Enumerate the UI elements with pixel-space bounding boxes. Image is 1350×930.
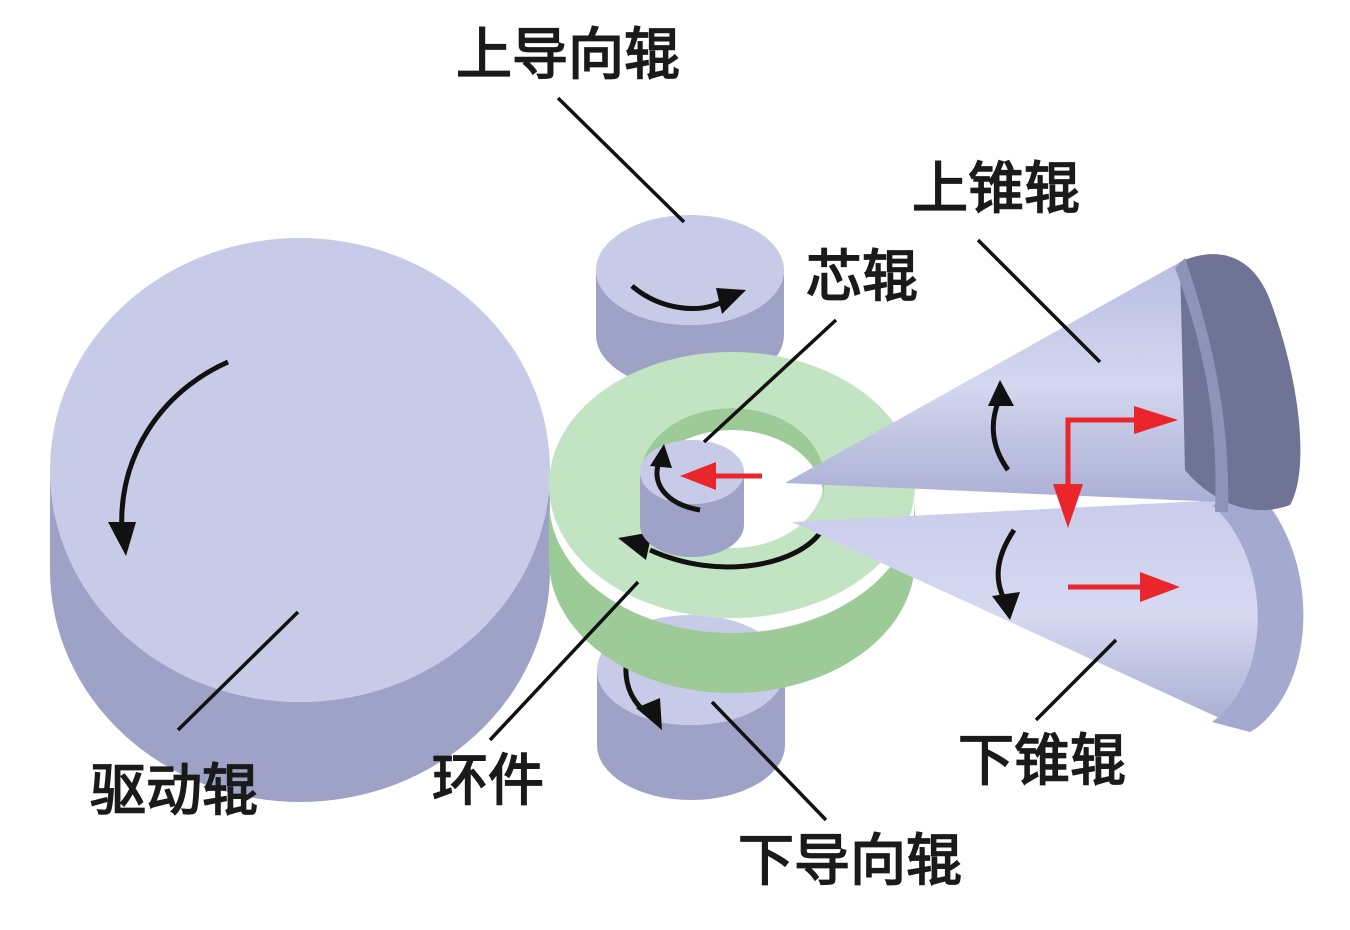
- label-lower-cone-roll: 下锥辊: [958, 729, 1126, 794]
- lower-cone-body: [792, 498, 1299, 732]
- leader-mandrel: [702, 318, 838, 444]
- upper-cone-feed-arrow-head-down: [1053, 484, 1083, 528]
- label-drive-roll: 驱动辊: [90, 759, 258, 824]
- label-mandrel-roll: 芯辊: [806, 245, 918, 310]
- ring-outer-side: [549, 500, 915, 693]
- leader-drive: [176, 610, 300, 732]
- upper-cone-feed-arrow: [1065, 417, 1140, 500]
- mandrel-arrow-head: [650, 444, 672, 468]
- drive-roll: [50, 238, 550, 802]
- drive-roll-arrow-head: [108, 522, 136, 556]
- lower-guide-roll-side: [597, 670, 785, 800]
- ring-rotation-arrow: [648, 528, 825, 570]
- mandrel-feed-arrow-head: [680, 462, 716, 490]
- leader-lower-guide: [710, 700, 828, 822]
- label-lower-guide-roll: 下导向辊: [738, 829, 962, 894]
- upper-guide-rotation-arrow: [630, 284, 724, 312]
- drive-roll-rotation-arrow: [119, 359, 230, 531]
- ring-inner-wall: [640, 408, 824, 500]
- drive-roll-side: [50, 470, 550, 802]
- leader-upper-cone: [976, 238, 1102, 364]
- lower-cone-base: [1212, 498, 1304, 732]
- upper-cone-base-rim: [1175, 258, 1229, 512]
- mandrel-roll-side: [640, 472, 744, 557]
- lower-cone-feed-arrow-head: [1140, 572, 1180, 602]
- leader-lower-cone: [1034, 638, 1118, 722]
- lower-cone-roll: [792, 498, 1304, 732]
- leader-upper-guide: [556, 96, 686, 224]
- upper-cone-feed-arrow-head-right: [1134, 406, 1178, 434]
- upper-cone-arrow-head: [988, 380, 1014, 406]
- drive-roll-top: [50, 238, 550, 702]
- lower-guide-arrow-head: [636, 698, 662, 730]
- label-upper-cone-roll: 上锥辊: [912, 157, 1080, 222]
- upper-cone-body: [785, 262, 1292, 505]
- leader-lines: [176, 96, 1118, 822]
- label-upper-guide-roll: 上导向辊: [456, 23, 680, 88]
- mandrel-roll: [640, 440, 762, 557]
- lower-cone-arrow-head: [992, 592, 1020, 620]
- upper-guide-arrow-head: [716, 288, 746, 314]
- upper-cone-base-face: [1180, 254, 1301, 511]
- label-ring-workpiece: 环件: [432, 749, 544, 814]
- leader-ring: [488, 580, 640, 742]
- upper-cone-roll: [785, 254, 1301, 528]
- ring-arrow-head: [618, 532, 652, 560]
